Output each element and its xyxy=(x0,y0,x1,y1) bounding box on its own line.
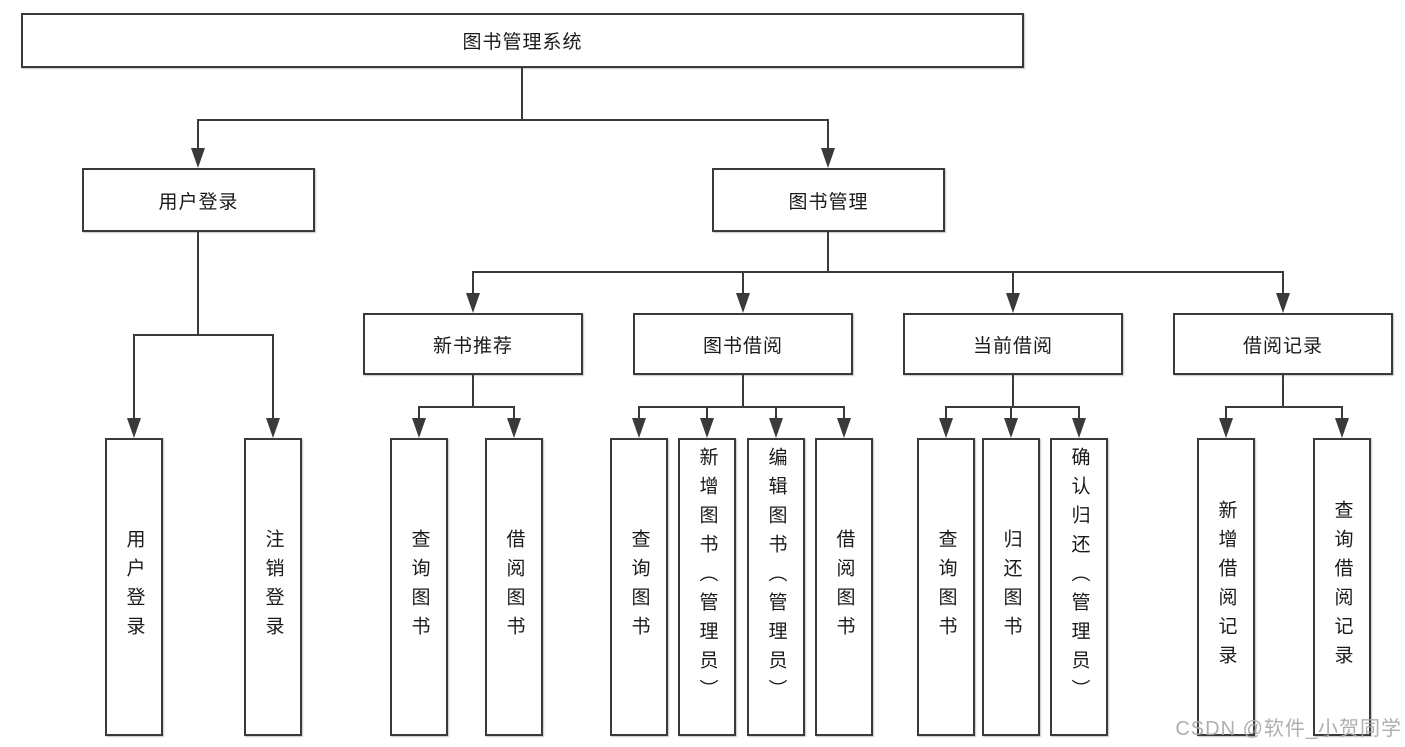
connector-stem-level3 xyxy=(472,271,474,297)
leaf-borrow-book: 借阅图书 xyxy=(815,438,873,736)
arrow-down-icon xyxy=(769,418,783,438)
arrow-down-icon xyxy=(266,418,280,438)
connector-book-borrow-branch xyxy=(639,406,844,408)
leaf-logout-label: 注销登录 xyxy=(262,529,284,645)
arrow-down-icon xyxy=(1335,418,1349,438)
leaf-return-book-label: 归还图书 xyxy=(1000,529,1022,645)
arrow-down-icon xyxy=(1004,418,1018,438)
arrow-down-icon xyxy=(632,418,646,438)
arrow-down-icon xyxy=(1072,418,1086,438)
arrow-down-icon xyxy=(939,418,953,438)
node-new-book-recommend-label: 新书推荐 xyxy=(432,335,513,357)
leaf-borrow-book-label: 借阅图书 xyxy=(833,529,855,645)
node-current-borrow-label: 当前借阅 xyxy=(972,335,1053,357)
connector-current-borrow-stem xyxy=(1012,375,1014,408)
leaf-query-book-borrow-label: 查询图书 xyxy=(628,529,650,645)
node-root-label: 图书管理系统 xyxy=(462,32,583,53)
leaf-query-book-current-label: 查询图书 xyxy=(935,529,957,645)
leaf-borrow-book-recommend-label: 借阅图书 xyxy=(503,529,525,645)
node-user-login-label: 用户登录 xyxy=(158,191,239,213)
node-current-borrow: 当前借阅 xyxy=(903,313,1123,375)
connector-stem-leaf xyxy=(1010,406,1012,420)
arrow-down-icon xyxy=(466,293,480,313)
connector-stem-level3 xyxy=(742,271,744,297)
leaf-add-book-admin: 新增图书（管理员） xyxy=(678,438,736,736)
node-root: 图书管理系统 xyxy=(21,13,1024,68)
connector-stem-leaf xyxy=(638,406,640,420)
connector-root-stem xyxy=(521,68,523,120)
leaf-confirm-return-admin-label: 确认归还（管理员） xyxy=(1068,447,1090,708)
leaf-add-book-admin-label: 新增图书（管理员） xyxy=(696,447,718,708)
connector-stem-level3 xyxy=(1282,271,1284,297)
leaf-query-book-current: 查询图书 xyxy=(917,438,975,736)
connector-new-book-stem xyxy=(472,375,474,408)
node-borrow-record: 借阅记录 xyxy=(1173,313,1393,375)
connector-stem-leaf xyxy=(775,406,777,420)
leaf-query-borrow-record: 查询借阅记录 xyxy=(1313,438,1371,736)
connector-stem-leaf xyxy=(945,406,947,420)
leaf-logout: 注销登录 xyxy=(244,438,302,736)
arrow-down-icon xyxy=(700,418,714,438)
leaf-borrow-book-recommend: 借阅图书 xyxy=(485,438,543,736)
connector-stem-book-management xyxy=(827,119,829,152)
connector-stem-leaf xyxy=(1341,406,1343,420)
leaf-add-borrow-record: 新增借阅记录 xyxy=(1197,438,1255,736)
leaf-return-book: 归还图书 xyxy=(982,438,1040,736)
connector-user-login-branch xyxy=(134,334,273,336)
connector-book-management-stem xyxy=(827,232,829,272)
arrow-down-icon xyxy=(736,293,750,313)
connector-borrow-record-stem xyxy=(1282,375,1284,408)
csdn-watermark: CSDN @软件_小贺同学 xyxy=(1175,718,1402,740)
leaf-confirm-return-admin: 确认归还（管理员） xyxy=(1050,438,1108,736)
connector-user-login-stem xyxy=(197,232,199,336)
leaf-edit-book-admin: 编辑图书（管理员） xyxy=(747,438,805,736)
connector-stem-leaf xyxy=(272,334,274,420)
connector-stem-leaf xyxy=(133,334,135,420)
node-user-login: 用户登录 xyxy=(82,168,315,232)
connector-stem-leaf xyxy=(1078,406,1080,420)
connector-stem-leaf xyxy=(418,406,420,420)
arrow-down-icon xyxy=(837,418,851,438)
connector-current-borrow-branch xyxy=(946,406,1079,408)
arrow-down-icon xyxy=(1276,293,1290,313)
connector-stem-leaf xyxy=(706,406,708,420)
connector-borrow-record-branch xyxy=(1226,406,1342,408)
leaf-user-login: 用户登录 xyxy=(105,438,163,736)
arrow-down-icon xyxy=(821,148,835,168)
connector-stem-level3 xyxy=(1012,271,1014,297)
connector-stem-user-login xyxy=(197,119,199,152)
node-book-management: 图书管理 xyxy=(712,168,945,232)
leaf-query-book-borrow: 查询图书 xyxy=(610,438,668,736)
node-new-book-recommend: 新书推荐 xyxy=(363,313,583,375)
leaf-edit-book-admin-label: 编辑图书（管理员） xyxy=(765,447,787,708)
arrow-down-icon xyxy=(1219,418,1233,438)
connector-book-borrow-stem xyxy=(742,375,744,408)
arrow-down-icon xyxy=(1006,293,1020,313)
arrow-down-icon xyxy=(127,418,141,438)
connector-stem-leaf xyxy=(1225,406,1227,420)
node-book-management-label: 图书管理 xyxy=(788,191,869,213)
arrow-down-icon xyxy=(507,418,521,438)
arrow-down-icon xyxy=(191,148,205,168)
leaf-query-book-recommend-label: 查询图书 xyxy=(408,529,430,645)
connector-level2-branch xyxy=(473,271,1283,273)
connector-stem-leaf xyxy=(513,406,515,420)
arrow-down-icon xyxy=(412,418,426,438)
node-book-borrow-label: 图书借阅 xyxy=(702,335,783,357)
connector-level1-branch xyxy=(198,119,829,121)
leaf-add-borrow-record-label: 新增借阅记录 xyxy=(1215,500,1237,674)
leaf-query-book-recommend: 查询图书 xyxy=(390,438,448,736)
leaf-user-login-label: 用户登录 xyxy=(123,529,145,645)
node-borrow-record-label: 借阅记录 xyxy=(1242,335,1323,357)
connector-new-book-branch xyxy=(419,406,514,408)
leaf-query-borrow-record-label: 查询借阅记录 xyxy=(1331,500,1353,674)
connector-stem-leaf xyxy=(843,406,845,420)
node-book-borrow: 图书借阅 xyxy=(633,313,853,375)
